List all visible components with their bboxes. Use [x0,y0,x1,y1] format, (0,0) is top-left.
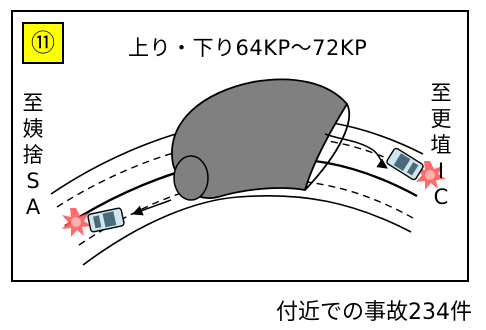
crash-burst-icon [62,208,92,237]
right-destination-char: 至 [430,81,452,105]
right-destination-char: I [437,159,445,183]
right-destination-char: 更 [430,107,452,131]
right-destination-label: 至 更 埴 I C [421,80,461,210]
route-number-badge: ⑪ [22,22,64,64]
left-destination-char: 捨 [22,143,44,167]
left-destination-label: 至 姨 捨 S A [13,90,53,220]
route-number: ⑪ [31,29,55,57]
right-destination-char: C [433,185,449,209]
arrow-icon [324,133,388,169]
left-destination-char: 姨 [22,117,44,141]
accident-count-note: 付近での事故234件 [276,300,472,325]
tunnel-shape [171,78,351,201]
arrow-icon [132,199,172,216]
crash-burst-icon [416,161,446,190]
left-destination-char: A [25,195,41,219]
right-destination-char: 埴 [430,133,452,157]
car-icon [386,147,424,181]
lane-line-dashed-upper [56,136,420,208]
diagram-frame: ⑪ 上り・下り64KP～72KP 至 姨 捨 S A 至 更 埴 I C [11,10,469,282]
left-destination-char: 至 [22,91,44,115]
road-diagram [50,78,446,266]
route-label: 上り・下り64KP～72KP [128,36,368,60]
car-icon [87,207,125,233]
road-edge-lower [82,194,412,266]
left-destination-char: S [26,169,40,193]
